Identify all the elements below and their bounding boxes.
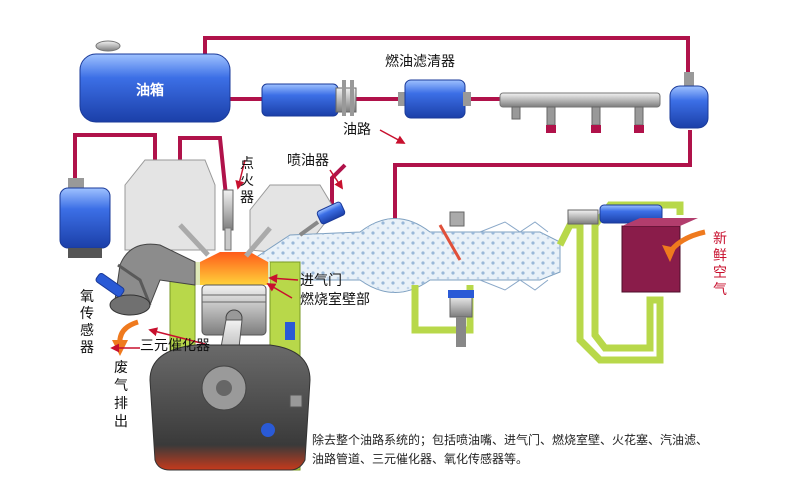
catalyst-label: 三元催化器 bbox=[140, 338, 210, 354]
svg-text:点: 点 bbox=[240, 156, 254, 172]
fuel-tank-label: 油箱 bbox=[136, 82, 164, 99]
caption: 除去整个油路系统的；包括喷油嘴、进气门、燃烧室壁、火花塞、汽油滤、 油路管道、三… bbox=[312, 431, 782, 469]
svg-text:鲜: 鲜 bbox=[713, 248, 727, 264]
svg-text:空: 空 bbox=[713, 265, 727, 281]
svg-text:传: 传 bbox=[80, 306, 94, 322]
valves bbox=[178, 223, 272, 258]
combustion-flame bbox=[200, 252, 268, 285]
fresh-air-label: 新 鲜 空 气 bbox=[713, 231, 727, 298]
fuel-tank: 油箱 bbox=[79, 40, 231, 123]
svg-text:气: 气 bbox=[114, 378, 128, 394]
idle-air-valve bbox=[448, 290, 474, 347]
ignition-coil bbox=[59, 178, 111, 258]
svg-text:出: 出 bbox=[114, 414, 128, 430]
fuel-filter: 燃油滤清器 bbox=[385, 53, 471, 119]
svg-text:器: 器 bbox=[240, 190, 254, 206]
svg-text:气: 气 bbox=[713, 282, 727, 298]
oxygen-sensor bbox=[95, 272, 125, 298]
air-box bbox=[621, 225, 681, 293]
svg-text:器: 器 bbox=[80, 340, 94, 356]
coil-wire bbox=[73, 133, 157, 180]
svg-text:新: 新 bbox=[713, 231, 727, 247]
crank-sensor bbox=[261, 423, 275, 437]
pressure-regulator bbox=[669, 72, 709, 129]
spark-plug-label: 点 火 器 bbox=[240, 156, 254, 206]
cylinder-head bbox=[124, 159, 336, 256]
injector-feed-pipe bbox=[330, 163, 347, 210]
intake-manifold bbox=[254, 211, 561, 293]
svg-text:火: 火 bbox=[240, 173, 254, 189]
spark-wire bbox=[178, 136, 230, 216]
chamber-wall-label: 燃烧室壁部 bbox=[300, 291, 370, 308]
intake-valve-label: 进气门 bbox=[300, 273, 342, 289]
caption-line-2: 油路管道、三元催化器、氧化传感器等。 bbox=[312, 452, 529, 466]
fuel-line-callout: 油路 bbox=[343, 122, 406, 144]
injector-body bbox=[298, 201, 346, 237]
fuel-pump bbox=[261, 80, 357, 117]
callout-arrows bbox=[110, 159, 343, 353]
svg-text:废: 废 bbox=[114, 360, 128, 376]
exhaust-manifold bbox=[109, 243, 196, 316]
fuel-pipes bbox=[73, 36, 692, 230]
spark-plug bbox=[222, 189, 234, 251]
caption-line-1: 除去整个油路系统的；包括喷油嘴、进气门、燃烧室壁、火花塞、汽油滤、 bbox=[312, 433, 709, 447]
svg-text:氧: 氧 bbox=[80, 289, 94, 305]
air-intake-path bbox=[411, 201, 698, 364]
svg-text:感: 感 bbox=[80, 322, 94, 339]
injector-label: 喷油器 bbox=[287, 153, 329, 169]
svg-text:排: 排 bbox=[114, 396, 128, 412]
throttle-plate bbox=[438, 224, 462, 261]
rail-return-pipe bbox=[393, 130, 692, 230]
exhaust-label: 废 气 排 出 bbox=[114, 360, 128, 430]
fuel-line-label: 油路 bbox=[343, 122, 371, 138]
fuel-rail bbox=[499, 92, 661, 133]
oxygen-sensor-label: 氧 传 感 器 bbox=[80, 289, 94, 356]
return-pipe bbox=[203, 36, 690, 88]
knock-sensor bbox=[285, 322, 295, 340]
fuel-filter-label: 燃油滤清器 bbox=[385, 53, 455, 70]
